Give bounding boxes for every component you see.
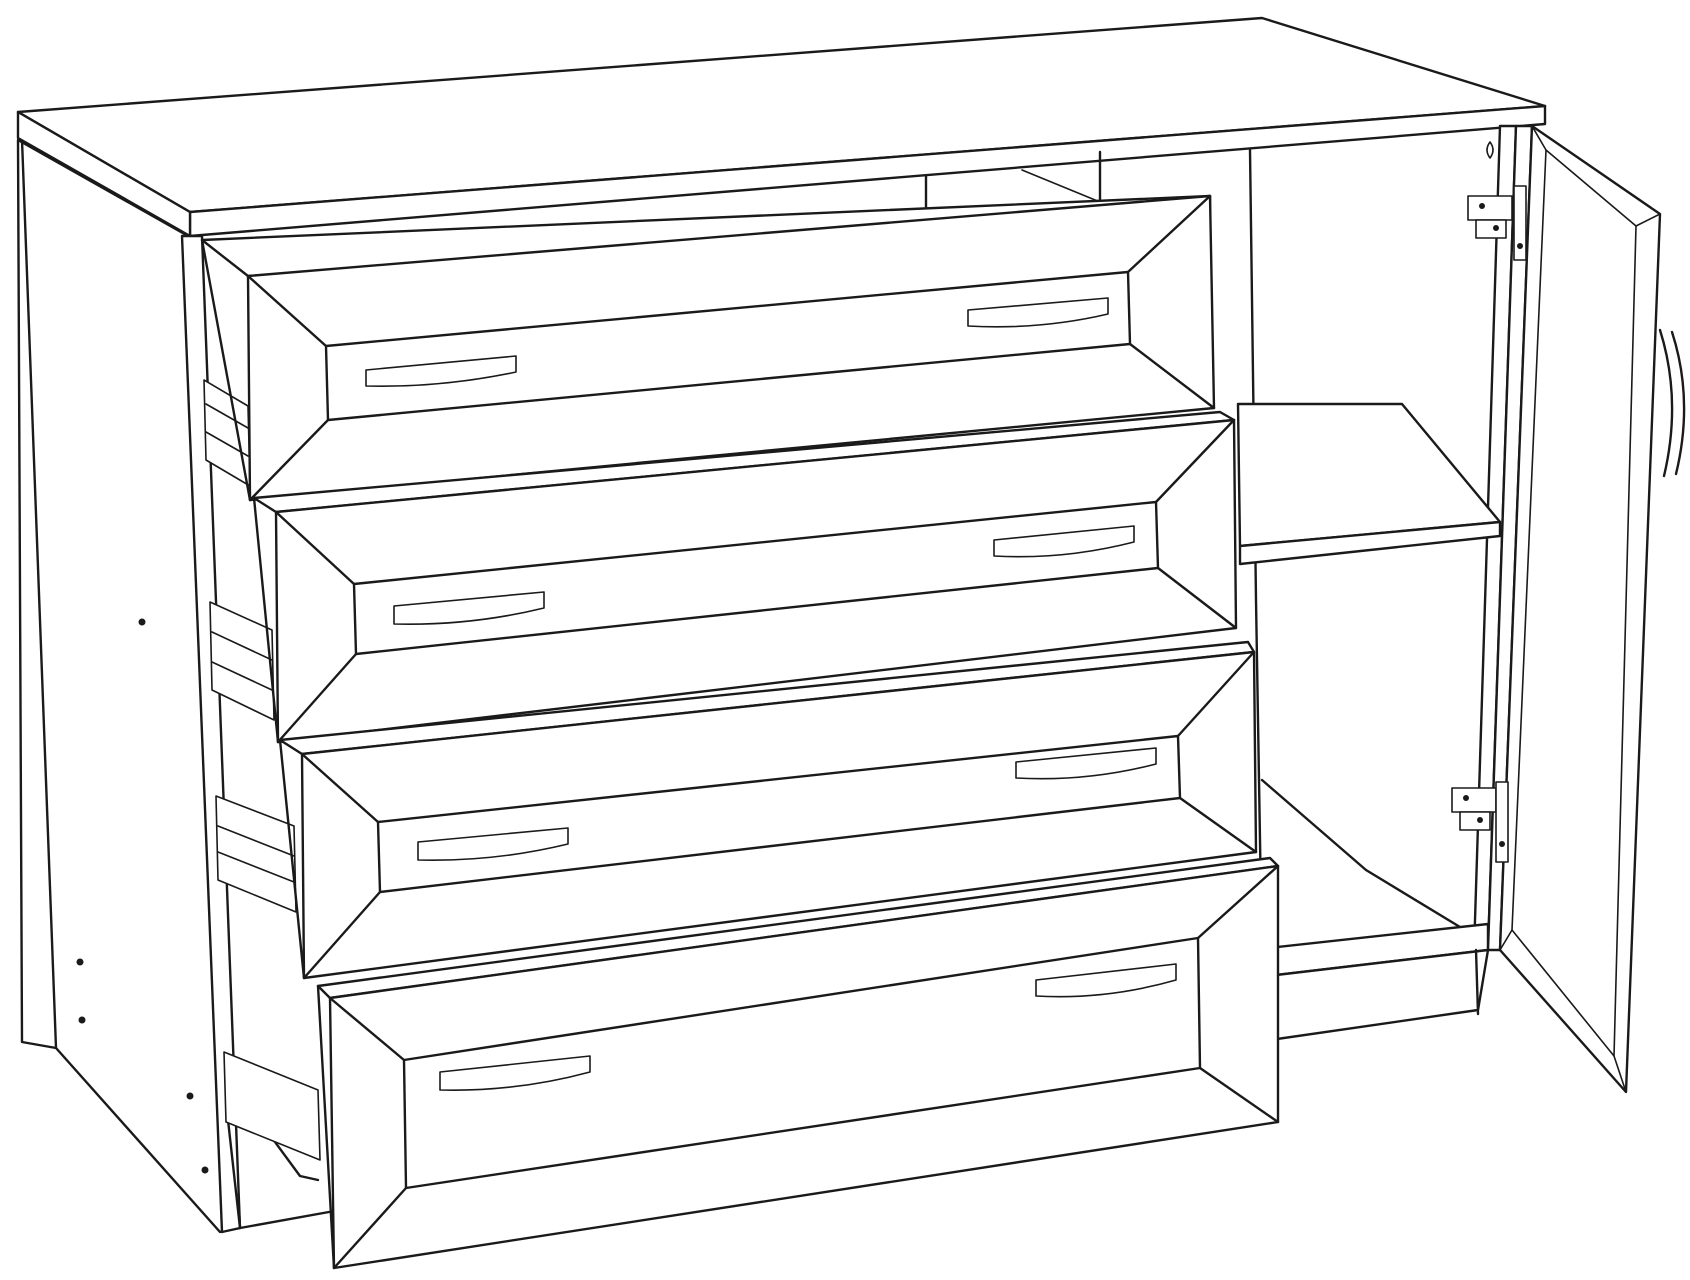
curved-bar-handle-icon[interactable]	[365, 355, 517, 388]
assembly-hole	[76, 958, 84, 966]
curved-bar-handle-icon[interactable]	[1015, 747, 1157, 780]
cabinet-door[interactable]	[1451, 124, 1686, 1094]
curved-bar-handle-icon[interactable]	[967, 297, 1109, 328]
cabinet-carcass	[16, 16, 1547, 1234]
drawer-3[interactable]	[278, 640, 1258, 980]
curved-bar-handle-icon[interactable]	[417, 827, 569, 861]
cabinet-hinge-icon	[1451, 781, 1509, 863]
assembly-hole	[201, 1166, 209, 1174]
assembly-hole	[78, 1016, 86, 1024]
assembly-hole	[186, 1092, 194, 1100]
curved-bar-handle-icon[interactable]	[993, 525, 1135, 558]
drawer-4[interactable]	[316, 856, 1280, 1270]
drawer-runners	[203, 379, 321, 1161]
curved-bar-handle-icon[interactable]	[1035, 963, 1177, 998]
curved-bar-handle-icon[interactable]	[439, 1055, 591, 1091]
curved-bar-handle-icon[interactable]	[1658, 328, 1686, 478]
cabinet-hinge-icon	[1467, 185, 1527, 261]
drawer-1[interactable]	[200, 194, 1216, 502]
drawer-2[interactable]	[252, 410, 1238, 744]
assembly-hole	[138, 618, 146, 626]
curved-bar-handle-icon[interactable]	[393, 591, 545, 625]
